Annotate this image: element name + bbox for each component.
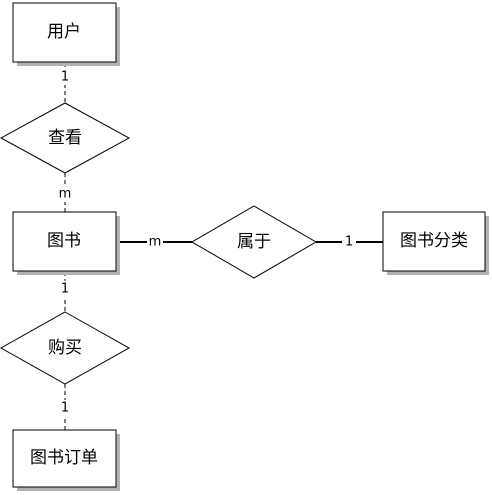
relation-belongs[interactable]: 属于 <box>191 205 317 279</box>
relation-buy[interactable]: 购买 <box>0 311 131 385</box>
entity-order-label: 图书订单 <box>30 448 98 468</box>
entity-user-label: 用户 <box>47 22 81 42</box>
cardinality-belongs-category: 1 <box>345 235 353 250</box>
cardinality-view-book: m <box>59 187 72 202</box>
relation-buy-label: 购买 <box>48 338 82 358</box>
entity-category[interactable]: 图书分类 <box>382 211 489 275</box>
cardinality-book-buy: 1 <box>61 282 69 297</box>
relation-view-label: 查看 <box>48 128 82 148</box>
entity-user[interactable]: 用户 <box>12 2 120 66</box>
entity-book[interactable]: 图书 <box>12 211 120 275</box>
relation-view[interactable]: 查看 <box>0 102 131 174</box>
entity-book-label: 图书 <box>47 231 81 251</box>
cardinality-book-belongs: m <box>149 235 162 250</box>
cardinality-user-view: 1 <box>61 70 69 85</box>
entity-order[interactable]: 图书订单 <box>12 429 120 491</box>
entity-category-label: 图书分类 <box>400 231 468 251</box>
cardinality-buy-order: 1 <box>61 401 69 416</box>
relation-belongs-label: 属于 <box>237 232 271 252</box>
